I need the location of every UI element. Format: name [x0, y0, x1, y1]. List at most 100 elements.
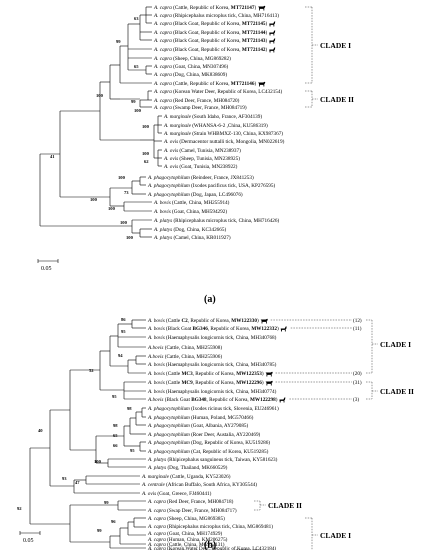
- clade-i-label: CLADE I: [320, 531, 351, 540]
- scale-bar-label: 0.05: [23, 538, 34, 544]
- leaf-label: A. phagocytophilum (Human, Poland, MG570…: [147, 414, 254, 421]
- bootstrap-value: 99: [131, 99, 136, 104]
- leaf-label: A. capra (Human, China, KM206275): [147, 536, 228, 543]
- leaf-label: A. bovis (Goat, China, MH594292): [153, 208, 227, 215]
- leaf-label: A. ovis (Goat, Greece, FJ460441): [141, 490, 212, 497]
- panel-a-leaf-labels: A. capra (Cattle, Republic of Korea, MT7…: [147, 4, 285, 241]
- bootstrap-value: 100: [90, 197, 98, 202]
- bootstrap-value: 99: [116, 39, 121, 44]
- leaf-label: A. ovis (Sheep, Tunisia, MN238925): [163, 155, 240, 162]
- bootstrap-value: 66: [113, 443, 118, 448]
- leaf-label: A.bovis (Cattle, China, MH255908): [147, 344, 222, 351]
- leaf-label: A. capra (Swamp Deer, France, MH084719): [153, 104, 247, 111]
- bootstrap-value: 96: [111, 519, 116, 524]
- panel-a-clade-brackets: CLADE I CLADE II: [305, 6, 354, 108]
- leaf-label: A.bovis (Black Goat BG348, Republic of K…: [147, 396, 278, 403]
- leaf-label: A. capra (Korean Water Deer, Republic of…: [153, 88, 282, 95]
- leaf-label: A. phagocytophilum (Dog, Republic of Kor…: [147, 439, 270, 446]
- cow-icon: [258, 5, 266, 11]
- bootstrap-value: 41: [50, 154, 55, 159]
- leaf-label: A. capra (Cattle, China, MG932131): [147, 541, 225, 548]
- leaf-label: A. platys (Rhipicephalus sanguineus tick…: [147, 456, 278, 463]
- leaf-label: A. ovis (Goat, Tunisia, MN238922): [163, 163, 238, 170]
- panel-b-label: (b): [204, 540, 216, 550]
- bootstrap-value: 100: [142, 124, 150, 129]
- bootstrap-value: 98: [127, 406, 132, 411]
- leaf-label: A. capra (Sheep, China, MG869385): [147, 515, 225, 522]
- goat-icon: [269, 47, 276, 53]
- bootstrap-value: 65: [134, 64, 139, 69]
- bootstrap-value: 52: [89, 368, 94, 373]
- clade-i-label: CLADE I: [380, 340, 411, 349]
- bootstrap-value: 100: [120, 220, 128, 225]
- leaf-label: A. capra (Black Goat, Republic of Korea,…: [153, 20, 268, 27]
- bootstrap-value: 86: [121, 317, 126, 322]
- leaf-label: A. marginale (South Idaho, France, AF304…: [163, 113, 262, 120]
- leaf-label: A. capra (Rhipicephalus microplus tick, …: [147, 523, 273, 530]
- panel-b-clade-brackets: CLADE I CLADE II CLADE II CLADE I: [254, 319, 414, 550]
- leaf-label: A. phagocytophilum (Roer Deer, Austalia,…: [147, 431, 261, 438]
- goat-icon: [280, 326, 287, 332]
- bootstrap-value: 93: [62, 476, 67, 481]
- leaf-label: A. capra (Black Goat, Republic of Korea,…: [153, 37, 268, 44]
- sample-count: (31): [353, 379, 362, 386]
- panel-b-scale-bar: 0.05: [19, 531, 41, 544]
- clade-ii-label: CLADE II: [380, 387, 414, 396]
- panel-b-tree: A. bovis (Cattle C2, Republic of Korea, …: [17, 317, 414, 550]
- panel-b-leaf-labels: A. bovis (Cattle C2, Republic of Korea, …: [19, 317, 362, 550]
- bootstrap-value: 100: [96, 93, 104, 98]
- sample-count: (3): [353, 396, 359, 403]
- goat-icon: [279, 397, 286, 403]
- sample-count: (11): [353, 325, 362, 332]
- leaf-label: A. bovis (Cattle MC9, Republic of Korea,…: [147, 379, 264, 386]
- bootstrap-value: 100: [142, 151, 150, 156]
- cow-icon: [265, 371, 273, 377]
- panel-a-label: (a): [204, 294, 216, 305]
- sample-count: (20): [353, 370, 362, 377]
- leaf-label: A. bovis (Cattle C2, Republic of Korea, …: [147, 317, 259, 324]
- bootstrap-value: 94: [118, 353, 123, 358]
- leaf-label: A.bovis (Cattle, China, MH255906): [147, 353, 222, 360]
- leaf-label: A. bovis (Haemaphysalis longicornis tick…: [147, 388, 277, 395]
- leaf-label: A. phagocytophilum (Ixodes ricinus tick,…: [147, 405, 279, 412]
- leaf-label: A. capra (Black Goat, Republic of Korea,…: [147, 548, 262, 550]
- panel-a-tree: A. capra (Cattle, Republic of Korea, MT7…: [37, 4, 354, 305]
- leaf-label: A. phagocytophilum (Ixodes pacificus tic…: [147, 182, 275, 189]
- bootstrap-value: 63: [134, 16, 139, 21]
- leaf-label: A. capra (Korean Water Deer, Republic of…: [147, 545, 276, 550]
- cow-icon: [265, 380, 273, 386]
- bootstrap-value: 100: [134, 108, 142, 113]
- bootstrap-value: 100: [126, 235, 134, 240]
- goat-icon: [269, 30, 276, 36]
- leaf-label: A. centrale (African Buffalo, South Afri…: [141, 481, 257, 488]
- leaf-label: A. marginale (Strain WHBMXZ-130, China, …: [163, 130, 283, 137]
- bootstrap-value: 99: [97, 528, 102, 533]
- leaf-label: A. ovis (Dermacentor nuttalli tick, Mong…: [163, 138, 285, 145]
- bootstrap-value: 40: [38, 428, 43, 433]
- bootstrap-value: 95: [112, 394, 117, 399]
- leaf-label: A. phagocytophilum (Reindeer, France, JX…: [147, 174, 254, 181]
- leaf-label: A. phagocytophilum (Goat, Albania, AY279…: [147, 422, 249, 429]
- leaf-label: A. platys (Rhipicephalus microplus tick,…: [153, 217, 279, 224]
- sample-count: (12): [353, 317, 362, 324]
- bootstrap-value: 100: [118, 175, 126, 180]
- leaf-label: A. capra (Black Goat, Republic of Korea,…: [153, 46, 268, 53]
- goat-icon: [269, 21, 276, 27]
- bootstrap-value: 100: [108, 206, 116, 211]
- leaf-label: A. capra (Dog, China, MK838609): [153, 71, 227, 78]
- leaf-label: A. capra (Rhipicephalus microplus tick, …: [153, 12, 279, 19]
- bootstrap-value: 99: [104, 500, 109, 505]
- panel-b-bootstrap-values: 86 95 94 52 95 98 98 65 66 95 40 100 93 …: [17, 317, 135, 533]
- leaf-label: A. platys (Camel, China, KR011927): [153, 234, 231, 241]
- bootstrap-value: 95: [130, 448, 135, 453]
- leaf-label: A. platys (Dog, China, KC342665): [153, 226, 226, 233]
- leaf-label: A. marginale (Cattle, Uganda, KY523026): [141, 473, 231, 480]
- cow-icon: [258, 81, 266, 87]
- bootstrap-value: 65: [113, 433, 118, 438]
- leaf-label: A. capra (Goat, China, MH174929): [147, 530, 222, 537]
- clade-ii-label: CLADE II: [320, 95, 354, 104]
- leaf-label: A. capra (Swap Deer, France, MH084717): [147, 507, 237, 514]
- leaf-label: A. ovis (Camel, Tunisia, MN238937): [163, 147, 241, 154]
- leaf-label: A. capra (Red Deer, France, MH084718): [147, 498, 234, 505]
